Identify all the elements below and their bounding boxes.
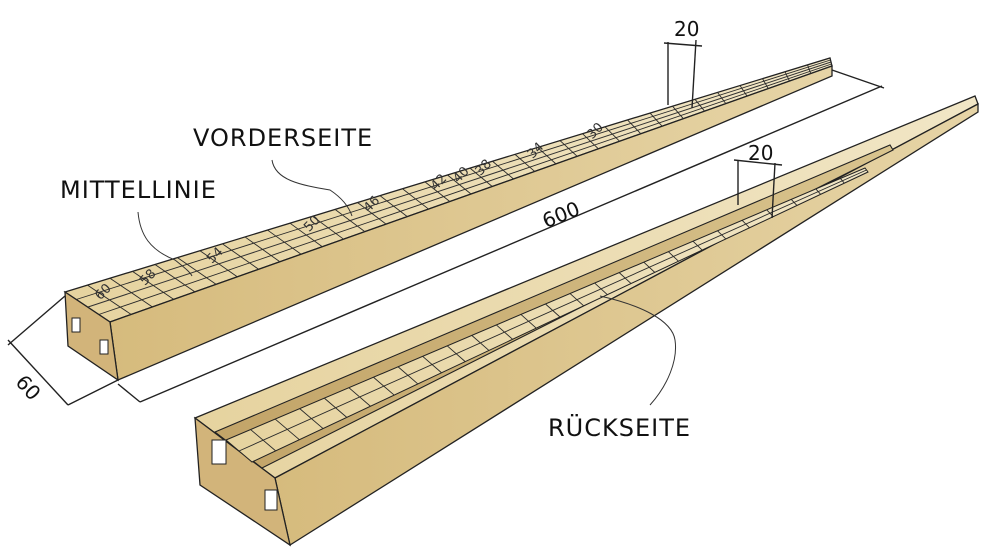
label-front: VORDERSEITE (193, 124, 373, 217)
front-grid-line (447, 174, 472, 195)
front-grid-line (672, 105, 684, 120)
front-grid-line (402, 188, 429, 210)
tip-bottom-value: 20 (748, 141, 773, 165)
front-grid-line (694, 99, 705, 112)
back-bar-grid (238, 169, 867, 452)
front-grid-line (109, 277, 153, 308)
back-bar (193, 95, 979, 547)
back-grid-center-line (238, 169, 867, 452)
front-grid-line (604, 126, 620, 142)
front-grid-line (222, 243, 259, 270)
front-bar-grid (76, 59, 832, 315)
front-label: VORDERSEITE (193, 124, 373, 152)
back-bar-side (274, 102, 979, 547)
front-grid-line (807, 64, 812, 74)
front-grid-line (784, 71, 790, 82)
dimension-tip-top: 20 (663, 17, 703, 109)
front-grid-line (267, 229, 302, 255)
front-grid-line (559, 140, 578, 157)
front-grid-line (154, 264, 196, 293)
front-grid-line (514, 154, 536, 172)
front-grid-line (762, 78, 769, 89)
front-grid-line (739, 85, 748, 97)
front-grid-line (627, 119, 642, 135)
groove-notch (211, 439, 227, 465)
front-grid-long-line (76, 59, 831, 300)
front-grid-line (717, 92, 727, 104)
front-grid-line (199, 250, 238, 278)
front-grid-line (537, 147, 557, 165)
label-centerline: MITTELLINIE (60, 176, 217, 277)
front-grid-line (492, 160, 514, 180)
front-grid-line (649, 112, 663, 127)
front-grid-line (379, 195, 408, 217)
dimension-tip-bottom: 20 (733, 141, 783, 219)
end-slot-right (99, 339, 109, 355)
end-slot-left (71, 317, 81, 333)
front-grid-line (244, 236, 281, 263)
front-grid-line (132, 270, 174, 300)
front-grid-line (424, 181, 451, 202)
front-grid-line (177, 257, 217, 285)
front-grid-line (312, 215, 344, 240)
front-grid-line (334, 209, 366, 233)
length-value: 600 (539, 196, 583, 233)
front-grid-line (87, 284, 132, 315)
front-grid-line (582, 133, 599, 150)
front-grid-line (289, 222, 323, 248)
front-grid-line (357, 202, 387, 225)
back-label: RÜCKSEITE (548, 413, 691, 442)
groove-notch-right (264, 489, 278, 511)
tip-top-value: 20 (674, 17, 699, 41)
label-back: RÜCKSEITE (548, 295, 691, 442)
front-grid-long-line (98, 63, 832, 315)
centerline-label: MITTELLINIE (60, 176, 217, 204)
front-grid-line (469, 167, 493, 187)
